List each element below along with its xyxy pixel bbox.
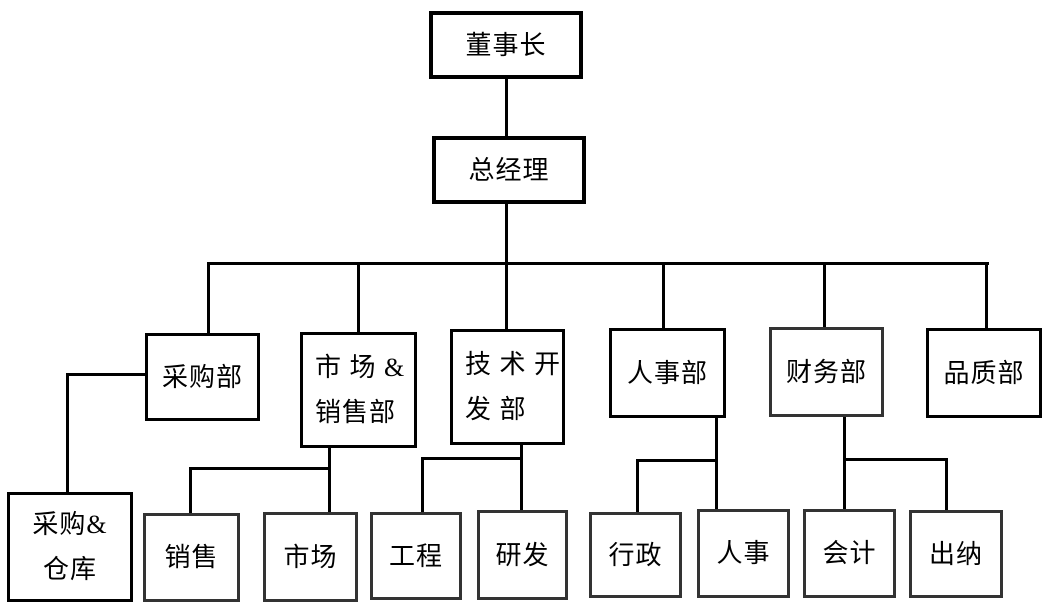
org-node-label: 销售 <box>164 543 219 572</box>
connector-drop-purchasing-dept <box>207 262 210 333</box>
org-node-finance-dept: 财务部 <box>769 327 884 417</box>
org-node-label: 人事 <box>716 539 771 568</box>
connector-drop-market-sales-dept <box>357 262 360 332</box>
org-node-label: 市场 <box>283 542 338 572</box>
org-node-label: 人事部 <box>626 358 708 388</box>
org-node-purchasing-dept: 采购部 <box>145 333 260 421</box>
org-node-accounting: 会计 <box>803 509 896 598</box>
connector-ms-branch-arm <box>189 467 331 470</box>
org-node-sales: 销售 <box>143 513 240 602</box>
org-node-label: 研发 <box>495 540 550 570</box>
connector-purchasing-arm <box>66 373 145 376</box>
connector-to-admin <box>636 459 639 512</box>
org-node-label: 工程 <box>388 541 443 571</box>
org-node-cashier: 出纳 <box>909 510 1003 598</box>
org-node-purchasing-warehouse: 采购& 仓库 <box>7 492 133 602</box>
connector-to-purchasing-warehouse <box>66 373 69 492</box>
org-node-label: 品质部 <box>943 358 1025 388</box>
org-node-label-line2: 仓库 <box>42 555 97 584</box>
org-node-admin: 行政 <box>589 512 682 598</box>
connector-finance-to-accounting <box>843 417 846 509</box>
connector-drop-finance-dept <box>823 262 826 327</box>
connector-hrdept-branch-arm <box>636 459 718 462</box>
org-node-label: 会计 <box>822 539 877 568</box>
org-node-label-line1: 采购& <box>32 510 108 539</box>
org-node-tech-dev-dept: 技 术 开 发 部 <box>450 329 565 445</box>
org-node-rnd: 研发 <box>477 510 568 600</box>
connector-to-engineering <box>421 457 424 512</box>
org-node-label: 采购部 <box>161 362 243 392</box>
connector-drop-hr-dept <box>662 262 665 328</box>
connector-hrdept-to-hr <box>715 418 718 509</box>
org-node-market: 市场 <box>263 512 358 602</box>
connector-ms-to-market <box>328 448 331 512</box>
org-node-general-manager: 总经理 <box>432 136 586 204</box>
org-node-quality-dept: 品质部 <box>926 328 1042 418</box>
org-node-label-line1: 技 术 开 <box>465 350 562 379</box>
org-node-label: 出纳 <box>928 539 983 569</box>
org-node-label-line2: 销售部 <box>315 398 397 427</box>
connector-gm-trunk <box>505 204 508 265</box>
org-node-market-sales-dept: 市 场 & 销售部 <box>300 332 417 448</box>
connector-to-cashier <box>945 458 948 510</box>
org-node-hr: 人事 <box>697 509 790 598</box>
connector-distribution-bus <box>207 262 989 265</box>
org-node-label: 总经理 <box>468 155 550 185</box>
connector-chairman-gm <box>505 79 508 137</box>
org-node-label: 行政 <box>608 540 663 570</box>
org-node-hr-dept: 人事部 <box>609 328 726 418</box>
connector-to-sales <box>189 467 192 513</box>
connector-finance-branch-arm <box>843 458 948 461</box>
org-node-label: 董事长 <box>465 30 547 60</box>
org-node-label-line1: 市 场 & <box>315 353 406 382</box>
connector-drop-quality-dept <box>985 262 988 328</box>
org-node-engineering: 工程 <box>370 512 462 600</box>
org-node-chairman: 董事长 <box>429 11 583 79</box>
org-node-label-line2: 发 部 <box>465 395 527 424</box>
connector-drop-tech-dev-dept <box>505 262 508 329</box>
org-node-label: 财务部 <box>785 357 867 387</box>
connector-td-to-rnd <box>520 445 523 510</box>
connector-td-branch-arm <box>421 457 523 460</box>
